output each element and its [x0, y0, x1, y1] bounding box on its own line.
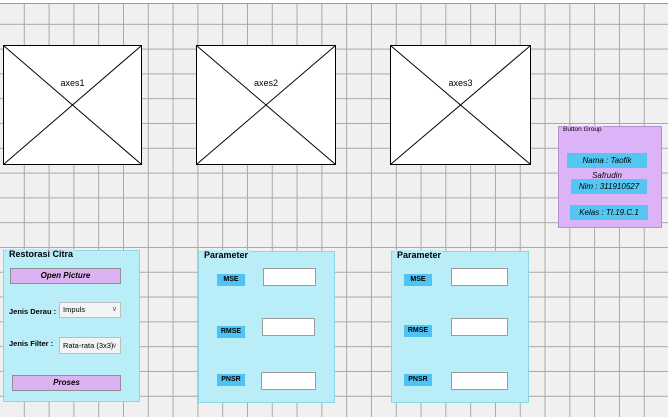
jenis-derau-select[interactable]: Impuls ∨	[59, 302, 121, 318]
open-picture-button[interactable]: Open Picture	[10, 268, 121, 284]
axes-cross-icon	[197, 46, 335, 164]
axes2-label: axes2	[253, 78, 279, 88]
window-top-edge	[0, 0, 668, 4]
axes1-label: axes1	[60, 78, 85, 88]
mse-label: MSE	[217, 274, 245, 286]
pnsr-label: PNSR	[404, 374, 432, 386]
axes3-label: axes3	[448, 78, 473, 88]
pnsr-field[interactable]	[261, 372, 316, 390]
axes1-box: axes1	[3, 45, 142, 165]
button-group-title: Button Group	[562, 126, 603, 133]
jenis-filter-select[interactable]: Rata-rata (3x3) ∨	[59, 337, 121, 354]
restorasi-citra-title: Restorasi Citra	[7, 249, 76, 259]
parameter-title: Parameter	[202, 250, 251, 260]
chevron-down-icon: ∨	[111, 342, 117, 349]
jenis-filter-value: Rata-rata (3x3)	[63, 341, 114, 350]
parameter-title: Parameter	[395, 250, 444, 260]
mse-label: MSE	[404, 274, 432, 286]
rmse-label: RMSE	[404, 325, 432, 337]
parameter-panel-1: Parameter MSE RMSE PNSR	[198, 250, 335, 403]
restorasi-citra-panel: Restorasi Citra Open Picture Jenis Derau…	[3, 249, 140, 402]
rmse-label: RMSE	[217, 326, 245, 338]
axes-cross-icon	[4, 46, 141, 164]
kelas-label: Kelas : TI.19.C.1	[570, 205, 648, 220]
jenis-derau-label: Jenis Derau :	[9, 307, 57, 316]
pnsr-field[interactable]	[451, 372, 508, 390]
axes2-box: axes2	[196, 45, 336, 165]
jenis-derau-value: Impuls	[63, 305, 86, 314]
nama-label: Nama : Taofik Safrudin	[567, 153, 647, 180]
nim-label: Nim : 311910527	[571, 179, 647, 194]
rmse-field[interactable]	[451, 318, 508, 336]
pnsr-label: PNSR	[217, 374, 245, 386]
mse-field[interactable]	[263, 268, 316, 286]
axes3-box: axes3	[390, 45, 531, 165]
jenis-filter-label: Jenis Filter :	[9, 339, 54, 348]
proses-button[interactable]: Proses	[12, 375, 121, 391]
axes-cross-icon	[391, 46, 530, 164]
chevron-down-icon: ∨	[111, 306, 117, 313]
rmse-field[interactable]	[262, 318, 315, 336]
parameter-panel-2: Parameter MSE RMSE PNSR	[391, 250, 529, 403]
mse-field[interactable]	[451, 268, 508, 286]
button-group-panel: Button Group Nama : Taofik Safrudin Nim …	[558, 126, 662, 228]
